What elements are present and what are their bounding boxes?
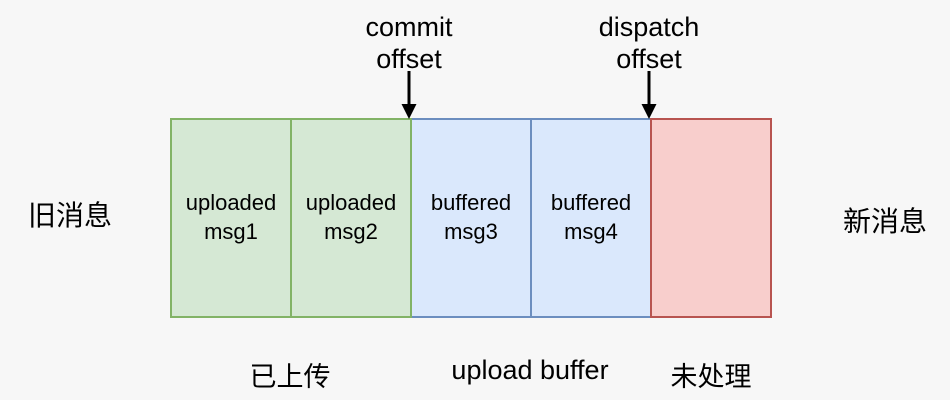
segment-label: buffered msg4 — [550, 190, 632, 244]
down-arrow-icon — [401, 71, 417, 119]
side-label-old-messages: 旧消息 — [27, 200, 113, 231]
down-arrow-icon — [641, 71, 657, 119]
commit-offset-label: commit offset — [365, 12, 453, 74]
segment-buffered-msg4: buffered msg4 — [530, 118, 652, 318]
segment-buffered-msg3: buffered msg3 — [410, 118, 532, 318]
region-label-upload-buffer: upload buffer — [451, 355, 609, 385]
region-label-uploaded: 已上传 — [249, 362, 331, 392]
segment-uploaded-msg1: uploaded msg1 — [170, 118, 292, 318]
region-label-unprocessed: 未处理 — [670, 362, 752, 392]
segment-label: uploaded msg1 — [185, 190, 277, 244]
segment-uploaded-msg2: uploaded msg2 — [290, 118, 412, 318]
segment-unprocessed — [650, 118, 772, 318]
dispatch-offset-label: dispatch offset — [598, 12, 700, 74]
segment-label: buffered msg3 — [430, 190, 512, 244]
side-label-new-messages: 新消息 — [842, 206, 928, 237]
segment-label: uploaded msg2 — [305, 190, 397, 244]
